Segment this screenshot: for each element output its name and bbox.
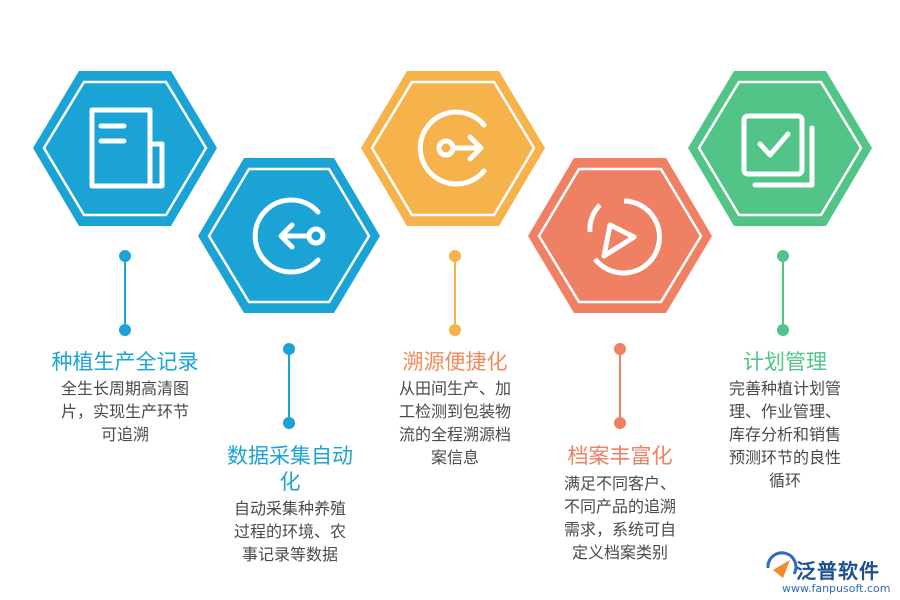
item-1-desc-line: 全生长周期高清图 — [60, 379, 189, 398]
item-1-desc-line: 片，实现生产环节 — [60, 402, 189, 421]
item-2-desc-line: 事记录等数据 — [241, 545, 338, 564]
item-5-desc-line: 理、作业管理、 — [728, 402, 841, 421]
item-5-desc-line: 预测环节的良性 — [728, 448, 841, 467]
item-3-desc-line: 工检测到包装物 — [398, 402, 511, 421]
item-2-title-line: 数据采集自动 — [227, 444, 353, 468]
document-icon — [89, 107, 165, 189]
item-2-desc-line: 自动采集种养殖 — [233, 499, 346, 518]
connector-4 — [614, 343, 626, 429]
connector-1 — [119, 250, 131, 336]
item-4-desc-line: 满足不同客户、 — [563, 474, 676, 493]
item-5-title: 计划管理 — [743, 350, 827, 374]
hexagon-traceability — [361, 71, 545, 226]
item-1-title: 种植生产全记录 — [51, 350, 199, 374]
item-3-desc: 从田间生产、加 工检测到包装物 流的全程溯源档 案信息 — [360, 377, 550, 469]
arrow-in-circle-icon — [252, 197, 326, 275]
item-3-desc-line: 流的全程溯源档 — [398, 425, 511, 444]
item-1-desc: 全生长周期高清图 片，实现生产环节 可追溯 — [30, 377, 220, 446]
logo-mark-icon — [766, 551, 798, 578]
item-5-desc-line: 完善种植计划管 — [728, 379, 841, 398]
logo-url: www.fanpusoft.com — [782, 582, 891, 595]
arrow-out-circle-icon — [417, 109, 487, 187]
checkbox-icon — [741, 113, 815, 188]
hexagon-planting-record — [33, 71, 217, 226]
item-4-desc-line: 定义档案类别 — [571, 543, 668, 562]
connector-2 — [283, 343, 295, 429]
hexagon-plan-management — [688, 71, 872, 226]
pie-chart-icon — [587, 198, 662, 276]
item-2-desc: 自动采集种养殖 过程的环境、农 事记录等数据 — [195, 497, 385, 566]
item-5-desc-line: 库存分析和销售 — [728, 425, 841, 444]
item-3-desc-line: 案信息 — [430, 448, 479, 467]
logo-name: 泛普软件 — [796, 559, 880, 583]
item-3-title: 溯源便捷化 — [402, 350, 508, 374]
item-4-title: 档案丰富化 — [567, 444, 673, 468]
item-2-title: 数据采集自动 化 — [195, 443, 385, 495]
item-5-desc: 完善种植计划管 理、作业管理、 库存分析和销售 预测环节的良性 循环 — [690, 377, 880, 492]
item-3-desc-line: 从田间生产、加 — [398, 379, 511, 398]
item-4-desc: 满足不同客户、 不同产品的追溯 需求，系统可自 定义档案类别 — [525, 472, 715, 564]
item-1-desc-line: 可追溯 — [100, 425, 149, 444]
item-2-title-line: 化 — [279, 470, 301, 494]
item-4-desc-line: 需求，系统可自 — [563, 520, 676, 539]
item-4-desc-line: 不同产品的追溯 — [563, 497, 676, 516]
hexagon-archive — [528, 158, 712, 313]
hexagon-data-collection — [198, 158, 380, 313]
item-5-desc-line: 循环 — [768, 471, 801, 490]
item-2-desc-line: 过程的环境、农 — [233, 522, 346, 541]
connector-5 — [777, 250, 789, 336]
connector-3 — [449, 250, 461, 336]
